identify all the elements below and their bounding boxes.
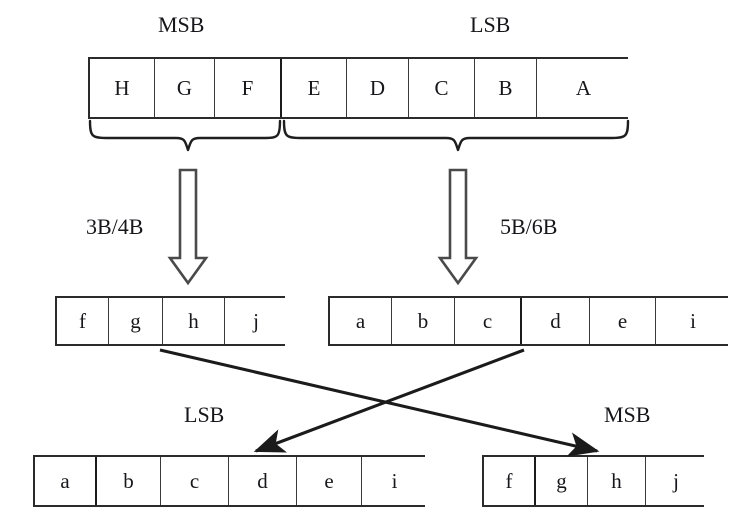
encoded-6b-row-cell-a: a	[330, 298, 392, 344]
output-6b-row-cell-e: e	[297, 457, 362, 505]
block-arrow-5b6b	[437, 168, 479, 286]
input-byte-row-cell-C: C	[409, 59, 475, 117]
output-4b-row-cell-g: g	[536, 457, 588, 505]
output-6b-row-cell-i: i	[362, 457, 427, 505]
brace-msb-group	[88, 119, 282, 152]
input-byte-row-cell-D: D	[347, 59, 409, 117]
top-lsb-label: LSB	[470, 12, 511, 37]
output-4b-row-cell-h: h	[588, 457, 646, 505]
brace-lsb-group	[282, 119, 630, 152]
encoded-4b-row-cell-h: h	[163, 298, 225, 344]
encoded-6b-row-cell-b: b	[392, 298, 455, 344]
output-6b-row-cell-c: c	[161, 457, 229, 505]
input-byte-row-cell-F: F	[215, 59, 282, 117]
input-byte-row-cell-A: A	[537, 59, 630, 117]
block-arrow-3b4b	[167, 168, 209, 286]
encoder-5b6b-label: 5B/6B	[500, 214, 558, 239]
encoded-4b-row-cell-j: j	[225, 298, 287, 344]
output-4b-row-cell-f: f	[484, 457, 536, 505]
input-byte-row-cell-B: B	[475, 59, 537, 117]
swap-arrow-4b-to-right	[159, 348, 600, 457]
output-6b-row-cell-d: d	[229, 457, 297, 505]
top-msb-label: MSB	[158, 12, 205, 37]
input-byte-row-cell-G: G	[155, 59, 215, 117]
encoded-6b-row-cell-d: d	[522, 298, 590, 344]
output-6b-row-cell-a: a	[35, 457, 97, 505]
encoded-4b-row-cell-f: f	[57, 298, 109, 344]
swap-arrow-6b-to-left	[253, 348, 525, 453]
output-6b-row-cell-b: b	[97, 457, 161, 505]
encoded-6b-row-cell-i: i	[656, 298, 730, 344]
input-byte-row-cell-H: H	[90, 59, 155, 117]
bottom-lsb-label: LSB	[184, 402, 225, 427]
encoded-4b-row-cell-g: g	[109, 298, 163, 344]
encoder-3b4b-label: 3B/4B	[86, 214, 144, 239]
encoded-6b-row-cell-e: e	[590, 298, 656, 344]
bottom-msb-label: MSB	[604, 402, 651, 427]
input-byte-row-cell-E: E	[282, 59, 347, 117]
output-4b-row-cell-j: j	[646, 457, 706, 505]
encoded-6b-row-cell-c: c	[455, 298, 522, 344]
